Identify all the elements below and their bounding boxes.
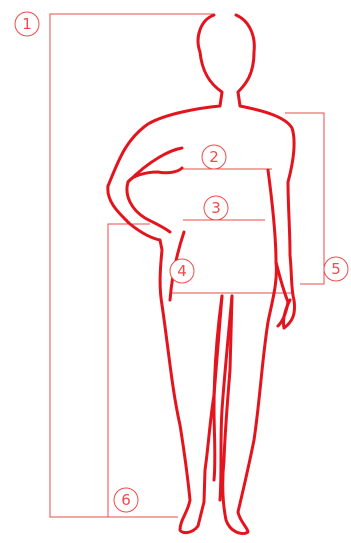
marker-3-label: 3 — [211, 199, 221, 217]
marker-3: 3 — [204, 196, 228, 220]
marker-4: 4 — [170, 259, 194, 283]
marker-1: 1 — [15, 12, 39, 36]
figure-outline — [108, 15, 295, 534]
marker-4-label: 4 — [177, 262, 187, 280]
marker-2: 2 — [202, 145, 226, 169]
marker-5-label: 5 — [331, 260, 341, 278]
marker-1-label: 1 — [22, 15, 32, 33]
marker-5: 5 — [324, 257, 348, 281]
marker-2-label: 2 — [209, 148, 219, 166]
marker-6-label: 6 — [121, 491, 131, 509]
waist-floor-guide — [108, 224, 150, 517]
marker-6: 6 — [114, 488, 138, 512]
